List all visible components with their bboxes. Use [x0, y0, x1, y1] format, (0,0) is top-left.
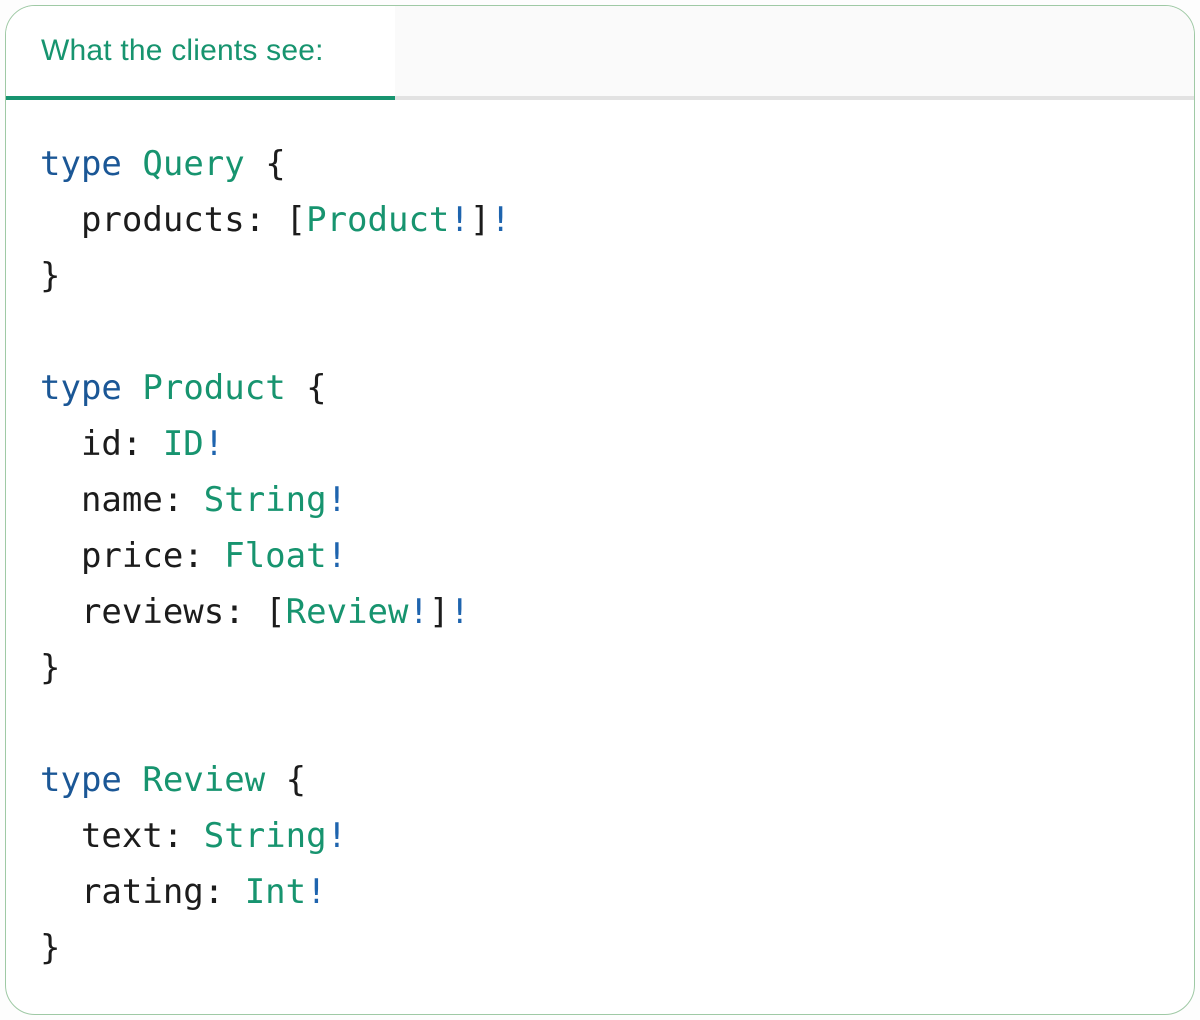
code-line — [40, 696, 1170, 752]
code-token: ] — [428, 592, 450, 632]
code-line: type Query { — [40, 136, 1170, 192]
code-token: type — [40, 144, 122, 184]
code-block: type Query { products: [Product!]!}type … — [6, 100, 1194, 1014]
code-line: rating: Int! — [40, 864, 1170, 920]
code-token: ! — [326, 536, 348, 576]
code-token: rating: — [40, 872, 245, 912]
code-token: id: — [40, 424, 163, 464]
code-token: { — [285, 368, 327, 408]
code-token: String — [203, 816, 327, 856]
code-line: price: Float! — [40, 528, 1170, 584]
code-token: Product — [306, 200, 450, 240]
code-token: type — [40, 760, 122, 800]
code-token: ! — [326, 816, 348, 856]
code-token: products: [ — [40, 200, 307, 240]
code-line: } — [40, 920, 1170, 976]
client-schema-card: What the clients see: type Query { produ… — [5, 5, 1195, 1015]
code-token: Int — [244, 872, 307, 912]
code-line: } — [40, 248, 1170, 304]
code-token — [122, 368, 142, 408]
code-line: products: [Product!]! — [40, 192, 1170, 248]
code-line: reviews: [Review!]! — [40, 584, 1170, 640]
code-line: type Review { — [40, 752, 1170, 808]
code-token: Product — [142, 368, 286, 408]
code-token: ID — [162, 424, 204, 464]
code-line — [40, 304, 1170, 360]
code-line: type Product { — [40, 360, 1170, 416]
tab-bar-filler — [395, 6, 1194, 100]
code-token: { — [265, 760, 307, 800]
code-token: ] — [469, 200, 491, 240]
code-token: reviews: [ — [40, 592, 286, 632]
tab-label: What the clients see: — [41, 34, 324, 67]
code-token: text: — [40, 816, 204, 856]
code-token: ! — [306, 872, 327, 912]
code-token: } — [40, 928, 61, 968]
code-token: price: — [40, 536, 225, 576]
code-token: ! — [203, 424, 225, 464]
tab-what-clients-see[interactable]: What the clients see: — [6, 6, 395, 100]
code-token — [122, 760, 142, 800]
code-token: name: — [40, 480, 204, 520]
code-line: } — [40, 640, 1170, 696]
code-line: name: String! — [40, 472, 1170, 528]
code-line: id: ID! — [40, 416, 1170, 472]
code-token: ! — [449, 200, 470, 240]
code-token: ! — [490, 200, 511, 240]
code-token: ! — [449, 592, 470, 632]
code-token: String — [203, 480, 327, 520]
code-token: type — [40, 368, 122, 408]
code-token: ! — [408, 592, 429, 632]
code-token: ! — [326, 480, 348, 520]
code-token: Float — [224, 536, 327, 576]
code-token — [122, 144, 142, 184]
code-token: { — [244, 144, 286, 184]
code-token: Query — [142, 144, 245, 184]
code-line: text: String! — [40, 808, 1170, 864]
code-token: Review — [142, 760, 266, 800]
code-token: Review — [285, 592, 409, 632]
code-token: } — [40, 256, 61, 296]
tab-bar: What the clients see: — [6, 6, 1194, 100]
code-token: } — [40, 648, 61, 688]
